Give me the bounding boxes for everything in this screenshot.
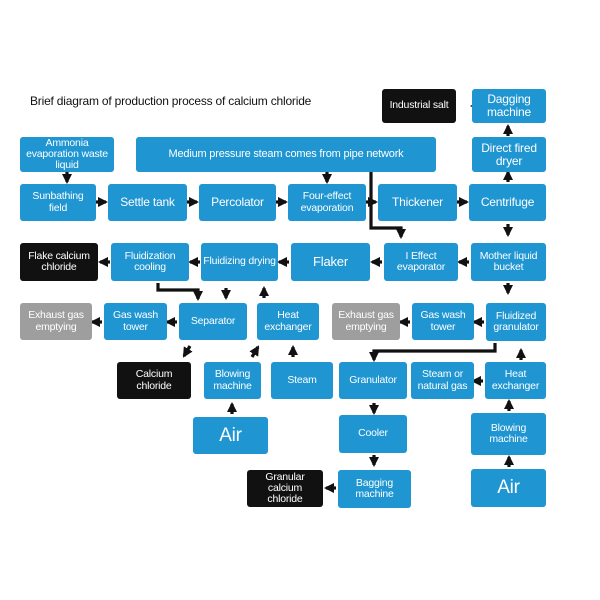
node-four-effect: Four-effect evaporation xyxy=(288,184,366,221)
node-heat-exchanger-left: Heat exchanger xyxy=(257,303,319,340)
node-sunbathing-field: Sunbathing field xyxy=(20,184,96,221)
node-air-left: Air xyxy=(193,417,268,454)
node-gas-wash-left: Gas wash tower xyxy=(104,303,167,340)
node-steam-network: Medium pressure steam comes from pipe ne… xyxy=(136,137,436,172)
node-dagging-machine: Dagging machine xyxy=(472,89,546,123)
node-settle-tank: Settle tank xyxy=(108,184,187,221)
node-blowing-machine-left: Blowing machine xyxy=(204,362,261,399)
node-separator: Separator xyxy=(179,303,247,340)
arrow-separator-to-calcium xyxy=(182,345,193,358)
node-industrial-salt: Industrial salt xyxy=(382,89,456,123)
node-blowing-machine-right: Blowing machine xyxy=(471,413,546,455)
arrow-steam-to-i-effect xyxy=(369,172,407,240)
node-flake-calcium-chloride: Flake calcium chloride xyxy=(20,243,98,281)
node-mother-liquid-bucket: Mother liquid bucket xyxy=(471,243,546,281)
node-exhaust-left: Exhaust gas emptying xyxy=(20,303,92,340)
node-cooler: Cooler xyxy=(339,415,407,453)
node-granulator: Granulator xyxy=(339,362,407,399)
node-flaker: Flaker xyxy=(291,243,370,281)
node-exhaust-right: Exhaust gas emptying xyxy=(332,303,400,340)
arrow-cooling-to-separator xyxy=(156,283,204,302)
node-steam-or-natural-gas: Steam or natural gas xyxy=(411,362,474,399)
node-granular-calcium-chloride: Granular calcium chloride xyxy=(247,470,323,507)
node-steam: Steam xyxy=(271,362,333,399)
node-calcium-chloride: Calcium chloride xyxy=(117,362,191,399)
node-bagging-machine: Bagging machine xyxy=(338,470,411,508)
node-air-right: Air xyxy=(471,469,546,507)
node-percolator: Percolator xyxy=(199,184,276,221)
node-direct-fired-dryer: Direct fired dryer xyxy=(472,137,546,172)
arrow-blowing-to-heat xyxy=(249,345,260,358)
node-thickener: Thickener xyxy=(378,184,457,221)
node-fluidization-cooling: Fluidization cooling xyxy=(111,243,189,281)
node-centrifuge: Centrifuge xyxy=(469,184,546,221)
node-gas-wash-right: Gas wash tower xyxy=(412,303,474,340)
node-fluidized-granulator: Fluidized granulator xyxy=(486,303,546,341)
node-i-effect-evaporator: I Effect evaporator xyxy=(384,243,458,281)
diagram-title: Brief diagram of production process of c… xyxy=(30,94,312,108)
node-ammonia-waste: Ammonia evaporation waste liquid xyxy=(20,137,114,172)
node-fluidizing-drying: Fluidizing drying xyxy=(201,243,278,281)
arrow-granulator-to-granulator xyxy=(368,343,497,363)
node-heat-exchanger-right: Heat exchanger xyxy=(485,362,546,399)
